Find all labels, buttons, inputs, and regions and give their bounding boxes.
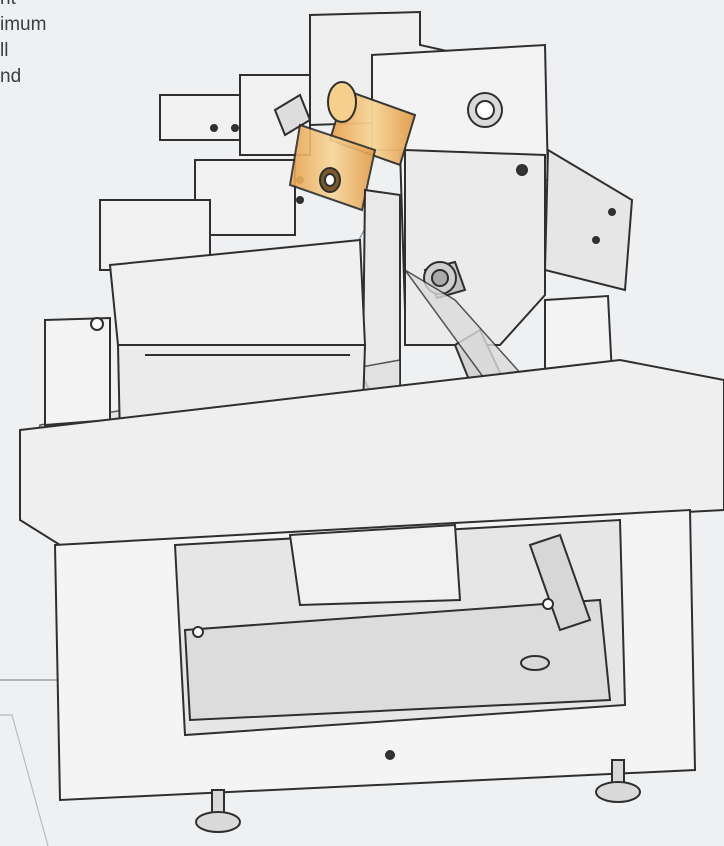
callout-line-4: nd (0, 66, 22, 87)
leveling-feet (195, 655, 641, 833)
callout-line-1: nt (0, 0, 46, 12)
table-top (19, 294, 724, 547)
callout-line-3: ll (0, 40, 9, 61)
drive-assembly (99, 74, 312, 271)
base-frame (53, 508, 697, 802)
callout-text: nt imum ll nd (0, 0, 46, 90)
callout-line-2: imum (0, 14, 47, 35)
